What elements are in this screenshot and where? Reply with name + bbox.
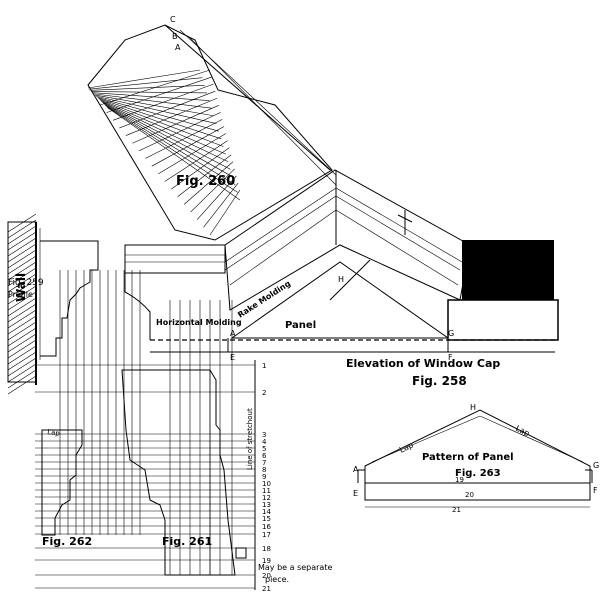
fig263-pattern-of-panel — [357, 409, 593, 501]
point-c-top: C — [170, 15, 176, 24]
fig263-lap-right: Lap — [514, 424, 531, 438]
stretchout-number: 13 — [262, 501, 271, 509]
point-a-top: A — [175, 43, 181, 52]
point-f-pattern: F — [593, 486, 598, 495]
stretchout-number: 15 — [262, 515, 271, 523]
point-a-pattern: A — [353, 465, 359, 474]
separate-note-line1: May be a separate — [258, 563, 332, 572]
stretchout-number: 10 — [262, 480, 271, 488]
fig259-profile — [39, 228, 99, 360]
point-h-elevation: H — [338, 275, 344, 284]
point-e-pattern: E — [353, 489, 358, 498]
fig260-rake-projection — [87, 24, 337, 241]
stretchout-number: 18 — [262, 545, 271, 553]
profile-label: Profile — [8, 290, 33, 299]
fig260-label: Fig. 260 — [176, 174, 235, 189]
right-end-block — [447, 240, 559, 341]
vertical-projection-lines — [59, 270, 233, 575]
stretchout-number: 9 — [262, 473, 266, 481]
stretchout-number: 11 — [262, 487, 271, 495]
fig259-label: Fig. 259 — [8, 278, 44, 288]
stretchout-number: 16 — [262, 523, 271, 531]
panel-label: Panel — [285, 320, 316, 331]
stretchout-number: 20 — [262, 572, 271, 580]
stretchout-label: Line of stretchout — [246, 408, 254, 470]
stretchout-number: 8 — [262, 466, 266, 474]
point-a-elevation: A — [230, 329, 236, 338]
horizontal-molding-label: Horizontal Molding — [156, 318, 242, 327]
separate-note-line2: piece. — [265, 575, 289, 584]
fig263-label: Fig. 263 — [455, 468, 501, 479]
stretchout-number: 19 — [262, 557, 271, 565]
point-h-pattern: H — [470, 403, 476, 412]
stretchout-number: 4 — [262, 438, 267, 446]
stretchout-number: 17 — [262, 531, 271, 539]
stretchout-number: 21 — [262, 585, 271, 593]
point-g-elevation: G — [448, 329, 454, 338]
elevation-caption: Elevation of Window Cap — [346, 357, 500, 370]
pattern-caption: Pattern of Panel — [422, 452, 514, 463]
stretchout-number: 7 — [262, 459, 266, 467]
stretchout-number: 12 — [262, 494, 271, 502]
pattern-num-19: 19 — [455, 476, 464, 484]
wall-label: Wall — [14, 273, 28, 302]
point-f-elevation: F — [448, 353, 453, 362]
stretchout-number: 6 — [262, 452, 267, 460]
fig262-lap-label: Lap — [47, 428, 61, 438]
point-g-pattern: G — [593, 461, 599, 470]
fig262-label: Fig. 262 — [42, 535, 92, 548]
fig261-label: Fig. 261 — [162, 535, 212, 548]
point-e-elevation: E — [230, 353, 235, 362]
fig258-label: Fig. 258 — [412, 374, 467, 388]
point-b-top: B — [172, 32, 178, 41]
stretchout-number: 1 — [262, 362, 266, 370]
stretchout-number: 3 — [262, 431, 266, 439]
stretchout-number: 5 — [262, 445, 266, 453]
wall-section — [7, 213, 37, 395]
pattern-num-20: 20 — [465, 491, 474, 499]
wall-hatching — [7, 213, 37, 395]
fig258-elevation — [124, 169, 559, 353]
stretchout-number: 14 — [262, 508, 271, 516]
fig260-projection-lines — [87, 69, 241, 236]
stretchout-number: 2 — [262, 389, 266, 397]
pattern-num-21: 21 — [452, 506, 461, 514]
rake-molding-label: Rake Molding — [236, 279, 292, 320]
